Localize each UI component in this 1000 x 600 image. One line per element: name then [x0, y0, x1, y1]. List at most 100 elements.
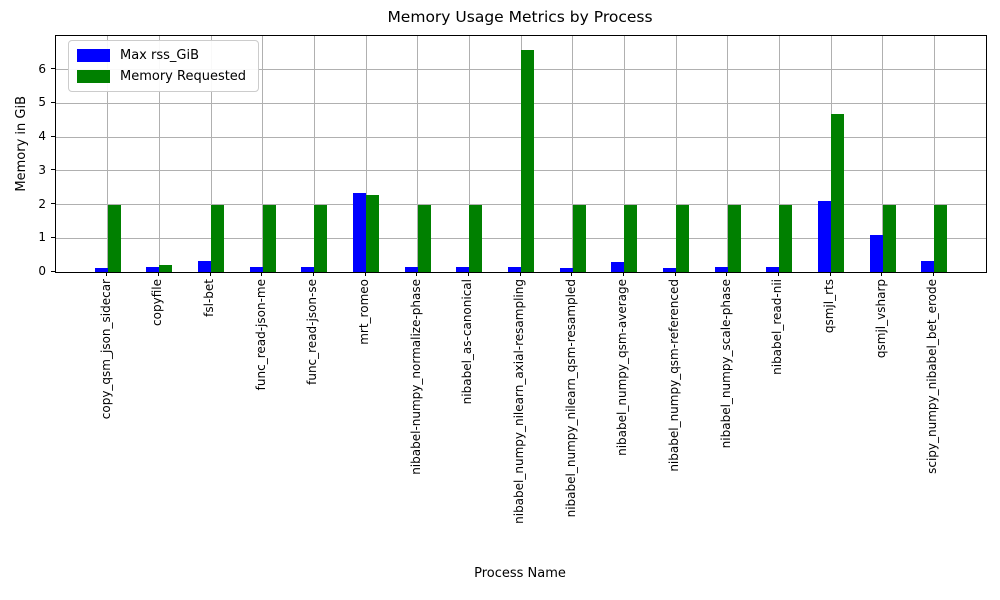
x-tick-mark [416, 272, 418, 276]
legend-label-memory-requested: Memory Requested [120, 69, 247, 84]
gridline-vertical [623, 36, 625, 272]
bar-memory-requested [211, 204, 224, 272]
bar-memory-requested [521, 49, 534, 272]
gridline-vertical [933, 36, 935, 272]
y-tick-label: 0 [38, 264, 46, 278]
bar-memory-requested [159, 265, 173, 272]
x-tick-mark [157, 272, 159, 276]
gridline-vertical [727, 36, 729, 272]
bar-memory-requested [262, 204, 276, 272]
bar-max-rss [611, 261, 625, 272]
gridline-vertical [417, 36, 419, 272]
x-tick-mark [312, 272, 314, 276]
x-tick-mark [571, 272, 573, 276]
bar-memory-requested [469, 204, 483, 272]
x-tick-label: copyfile [150, 279, 165, 326]
x-tick-label: fsl-bet [202, 279, 216, 317]
x-axis-label: Process Name [474, 566, 566, 581]
bar-memory-requested [624, 204, 638, 272]
chart-title: Memory Usage Metrics by Process [387, 8, 653, 26]
x-tick-label: func_read-json-se [305, 279, 320, 385]
bar-max-rss [404, 267, 418, 272]
x-tick-label: qsmjl_rts [822, 279, 836, 334]
gridline-vertical [572, 36, 574, 272]
gridline-vertical [262, 36, 264, 272]
x-tick-label: nibabel-numpy_normalize-phase [408, 279, 423, 475]
x-tick-mark [519, 272, 521, 276]
x-tick-mark [674, 272, 676, 276]
bar-memory-requested [676, 204, 689, 272]
legend-swatch-max-rss [77, 49, 110, 62]
bar-max-rss [559, 268, 573, 272]
legend-label-max-rss: Max rss_GiB [120, 48, 200, 63]
gridline-vertical [210, 36, 212, 272]
x-tick-mark [881, 272, 883, 276]
bar-max-rss [508, 267, 521, 272]
x-tick-mark [932, 272, 934, 276]
bar-memory-requested [934, 204, 948, 272]
y-tick-label: 1 [38, 230, 46, 245]
x-tick-label: copy_qsm_json_sidecar [98, 279, 113, 420]
bar-memory-requested [831, 113, 844, 272]
legend: Max rss_GiB Memory Requested [68, 40, 260, 92]
x-tick-mark [261, 272, 263, 276]
gridline-vertical [313, 36, 315, 272]
bar-memory-requested [107, 204, 121, 272]
gridline-vertical [468, 36, 470, 272]
y-tick-mark [51, 236, 55, 238]
y-tick-mark [51, 68, 55, 70]
x-tick-label: nibabel_numpy_nilearn_qsm-resampled [563, 279, 578, 518]
y-tick-label: 5 [38, 95, 46, 110]
x-tick-label: nibabel_numpy_nilearn_axial-resampling [512, 279, 526, 524]
y-tick-mark [51, 270, 55, 272]
x-tick-label: mrt_romeo [357, 279, 371, 345]
x-tick-mark [829, 272, 831, 276]
y-tick-label: 4 [38, 129, 46, 144]
x-tick-mark [364, 272, 366, 276]
bar-memory-requested [779, 204, 793, 272]
y-tick-label: 2 [38, 196, 46, 211]
x-tick-label: scipy_numpy_nibabel_bet_erode [925, 279, 940, 474]
x-tick-mark [622, 272, 624, 276]
bar-max-rss [94, 268, 108, 272]
gridline-vertical [882, 36, 884, 272]
bar-max-rss [714, 267, 728, 272]
x-tick-label: nibabel_as-canonical [460, 279, 475, 405]
legend-item-max-rss: Max rss_GiB [77, 48, 246, 63]
x-tick-label: qsmjl_vsharp [873, 279, 888, 359]
x-tick-label: nibabel_numpy_qsm-average [615, 279, 630, 456]
gridline-vertical [778, 36, 780, 272]
bar-max-rss [766, 267, 780, 272]
gridline-vertical [158, 36, 160, 272]
y-tick-mark [51, 101, 55, 103]
bar-max-rss [921, 261, 935, 272]
y-tick-mark [51, 169, 55, 171]
bar-max-rss [301, 267, 315, 272]
gridline-vertical [365, 36, 367, 272]
bar-memory-requested [314, 204, 328, 272]
y-tick-mark [51, 135, 55, 137]
bar-max-rss [198, 261, 211, 272]
bar-memory-requested [417, 204, 431, 272]
bar-max-rss [818, 201, 831, 272]
bar-max-rss [869, 234, 883, 272]
x-tick-mark [726, 272, 728, 276]
x-tick-label: func_read-json-me [253, 279, 268, 391]
legend-item-memory-requested: Memory Requested [77, 69, 246, 84]
bar-max-rss [353, 192, 366, 272]
y-axis-label: Memory in GiB [14, 96, 29, 192]
x-tick-mark [209, 272, 211, 276]
x-tick-label: nibabel_numpy_qsm-referenced [667, 279, 681, 472]
bar-max-rss [663, 268, 676, 272]
x-tick-label: nibabel_numpy_scale-phase [718, 279, 733, 449]
x-tick-mark [467, 272, 469, 276]
bar-memory-requested [572, 204, 586, 272]
gridline-vertical [675, 36, 677, 272]
bar-max-rss [249, 267, 263, 272]
x-tick-mark [106, 272, 108, 276]
bar-max-rss [146, 267, 160, 272]
x-tick-label: nibabel_read-nii [770, 279, 785, 375]
legend-swatch-memory-requested [77, 70, 110, 83]
gridline-vertical [107, 36, 109, 272]
